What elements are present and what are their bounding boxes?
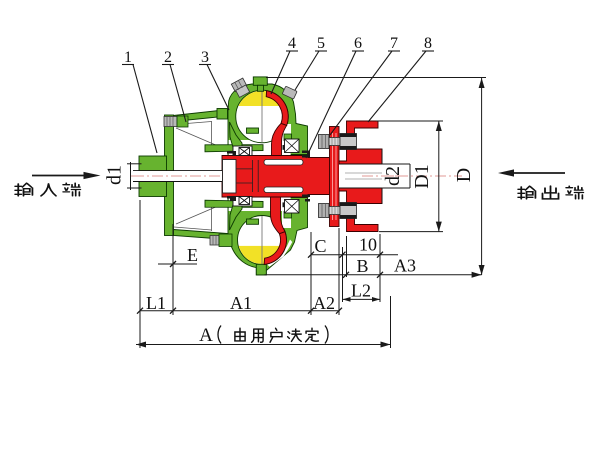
svg-text:3: 3 xyxy=(201,49,209,66)
svg-text:D: D xyxy=(453,168,475,182)
svg-text:A2: A2 xyxy=(313,293,335,313)
svg-text:L2: L2 xyxy=(351,281,371,301)
svg-text:2: 2 xyxy=(164,49,172,66)
svg-text:C: C xyxy=(314,236,326,256)
svg-text:A3: A3 xyxy=(394,256,416,276)
svg-text:8: 8 xyxy=(424,35,432,52)
svg-text:10: 10 xyxy=(359,235,377,255)
svg-text:d2: d2 xyxy=(382,166,404,186)
svg-text:7: 7 xyxy=(390,35,398,52)
svg-text:A1: A1 xyxy=(230,293,252,313)
svg-text:E: E xyxy=(187,245,198,265)
svg-text:1: 1 xyxy=(124,49,132,66)
svg-text:B: B xyxy=(356,256,368,276)
svg-text:4: 4 xyxy=(288,35,296,52)
svg-text:D1: D1 xyxy=(411,164,433,188)
svg-text:L1: L1 xyxy=(146,293,166,313)
svg-text:A: A xyxy=(199,325,213,346)
svg-text:6: 6 xyxy=(354,35,362,52)
svg-text:d1: d1 xyxy=(104,165,126,185)
svg-text:5: 5 xyxy=(317,35,325,52)
